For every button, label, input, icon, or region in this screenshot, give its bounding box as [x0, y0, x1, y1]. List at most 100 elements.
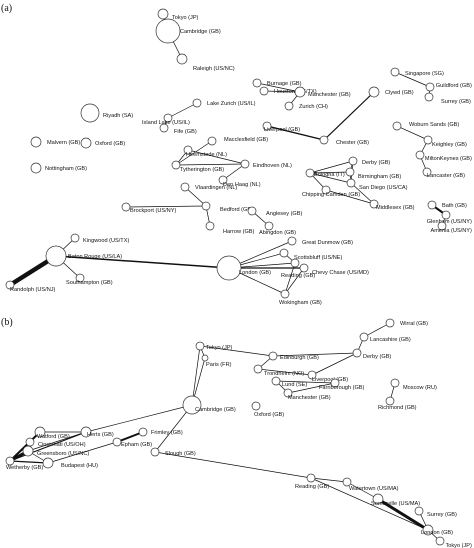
node-a-middlesex: Middlesex (GB) — [369, 199, 415, 211]
node-b-epham: Epham (GB) — [112, 437, 152, 448]
node-label: Singapore (SG) — [405, 71, 444, 77]
edge-a-houston-manchester — [263, 90, 301, 93]
node-circle — [390, 67, 400, 77]
node-label: Reading (GB) — [281, 273, 315, 279]
node-a-manchester: Manchester (GB) — [294, 86, 351, 98]
node-circle — [112, 437, 122, 447]
edge-a-bologna-derby — [309, 160, 354, 174]
node-a-guildford: Guildford (GB) — [425, 82, 472, 92]
node-label: Watford (GB) — [37, 434, 70, 440]
node-circle — [80, 137, 92, 149]
edge-a-batonrouge-london — [55, 255, 230, 269]
node-a-woburn: Woburn Sands (GB) — [392, 121, 459, 131]
node-label: Farnborough (GB) — [319, 385, 365, 391]
node-circle — [192, 98, 202, 108]
node-circle — [22, 445, 34, 457]
node-label: London (GB) — [421, 530, 453, 536]
node-circle — [414, 506, 424, 516]
node-a-chevychase: Chevy Chase (US/MD) — [299, 263, 369, 276]
node-b-derby: Derby (GB) — [352, 348, 391, 360]
node-label: Budapest (HU) — [61, 463, 98, 469]
node-circle — [171, 160, 181, 170]
edge-b-reading-watertown — [310, 477, 348, 483]
edge-b-edinburgh-tokyo — [199, 345, 274, 357]
node-label: Liverpool (GB) — [264, 127, 300, 133]
node-a-amenia: Amenia (US/NY) — [431, 221, 472, 234]
node-circle — [271, 376, 281, 386]
node-label: Oxford (GB) — [254, 412, 284, 418]
node-a-birmingham: Birmingham (GB) — [345, 167, 401, 180]
panel-a-nodes: Tokyo (JP) Cambridge (GB) Raleigh (US/NC) S… — [5, 8, 472, 306]
edge-a-bologna-birmingham — [309, 171, 351, 174]
node-label: Bedford (GB) — [220, 207, 253, 213]
node-circle — [425, 82, 435, 92]
edge-a-burnage-manchester — [256, 82, 301, 93]
node-b-tokyo2: Tokyo (JP) — [435, 536, 472, 548]
node-circle — [385, 396, 395, 406]
node-circle — [182, 395, 202, 415]
node-label: Moscow (RU) — [403, 385, 437, 391]
edge-b-epham-budapest — [47, 441, 118, 464]
node-label: Trondheim (NO) — [264, 371, 304, 377]
node-circle — [240, 159, 250, 169]
node-label: Tokyo (JP) — [172, 15, 199, 21]
node-a-anglesey: Anglesey (GB) — [247, 206, 303, 217]
edge-a-woburn-keighley — [396, 125, 429, 141]
edge-a-islandlake-lakezurich — [167, 102, 198, 119]
node-circle — [176, 53, 188, 65]
node-label: Tokyo (JP) — [445, 543, 472, 548]
node-circle — [25, 437, 35, 447]
node-label: Cincinnati (US/OH) — [38, 442, 86, 448]
node-circle — [423, 135, 433, 145]
node-label: London (GB) — [239, 270, 271, 276]
node-circle — [369, 199, 379, 209]
node-b-manchester: Manchester (GB) — [283, 388, 331, 401]
edge-a-eindhoven-denhaag — [222, 163, 246, 181]
node-a-harrow: Harrow (GB) — [205, 221, 255, 235]
node-b-edinburgh: Edinburgh (GB) — [268, 351, 319, 361]
node-label: Glenham (US/NY) — [427, 219, 472, 225]
node-a-raleigh: Raleigh (US/NC) — [176, 53, 235, 72]
node-circle — [216, 255, 242, 281]
node-circle — [359, 332, 369, 342]
node-label: Cambridge (GB) — [180, 29, 221, 35]
node-circle — [415, 150, 425, 160]
node-circle — [42, 457, 54, 469]
node-a-vlaardingen: Vlaardingen (NL) — [180, 182, 237, 192]
node-a-bath: Bath (GB) — [427, 200, 467, 210]
node-circle — [342, 477, 352, 487]
node-a-reading: Reading (GB) — [281, 258, 315, 279]
edge-b-liverpool-derby — [311, 352, 358, 376]
node-a-chester: Chester (GB) — [319, 135, 369, 146]
node-label: Herts (GB) — [87, 432, 114, 438]
node-circle — [207, 136, 217, 146]
node-circle — [422, 524, 434, 536]
node-a-derby: Derby (GB) — [348, 156, 390, 166]
node-b-herts: Herts (GB) — [80, 426, 114, 438]
node-label: Manchester (GB) — [308, 92, 351, 98]
node-circle — [435, 536, 445, 546]
node-circle — [247, 206, 257, 216]
node-b-watford: Watford (GB) — [34, 426, 70, 440]
node-a-riyadh: Riyadh (SA) — [80, 103, 133, 123]
edge-b-slough-reading — [154, 451, 312, 479]
node-label: Baton Rouge (US/LA) — [68, 254, 122, 260]
node-label: Derby (GB) — [363, 354, 391, 360]
node-a-liverpool: Liverpool (GB) — [262, 121, 300, 133]
node-label: Clywd (GB) — [385, 90, 414, 96]
node-b-cincinnati: Cincinnati (US/OH) — [25, 437, 86, 448]
node-b-surrey: Surrey (GB) — [414, 506, 457, 518]
node-label: Keighley (GB) — [432, 142, 467, 148]
node-label: Tytherington (GB) — [180, 167, 224, 173]
node-label: Southampton (GB) — [66, 280, 113, 286]
node-label: Raleigh (US/NC) — [193, 66, 235, 72]
node-label: Frimley (GB) — [151, 430, 183, 436]
node-circle — [75, 273, 85, 283]
node-a-miltonkeynes: MiltonKeynes (GB) — [415, 150, 472, 162]
node-circle — [427, 200, 437, 210]
node-circle — [30, 136, 42, 148]
edge-a-singapore-guildford — [394, 71, 431, 88]
node-a-malvern: Malvern (GB) — [30, 136, 80, 148]
node-a-eindhoven: Eindhoven (NL) — [240, 159, 292, 169]
node-label: Lancashire (GB) — [370, 337, 411, 343]
